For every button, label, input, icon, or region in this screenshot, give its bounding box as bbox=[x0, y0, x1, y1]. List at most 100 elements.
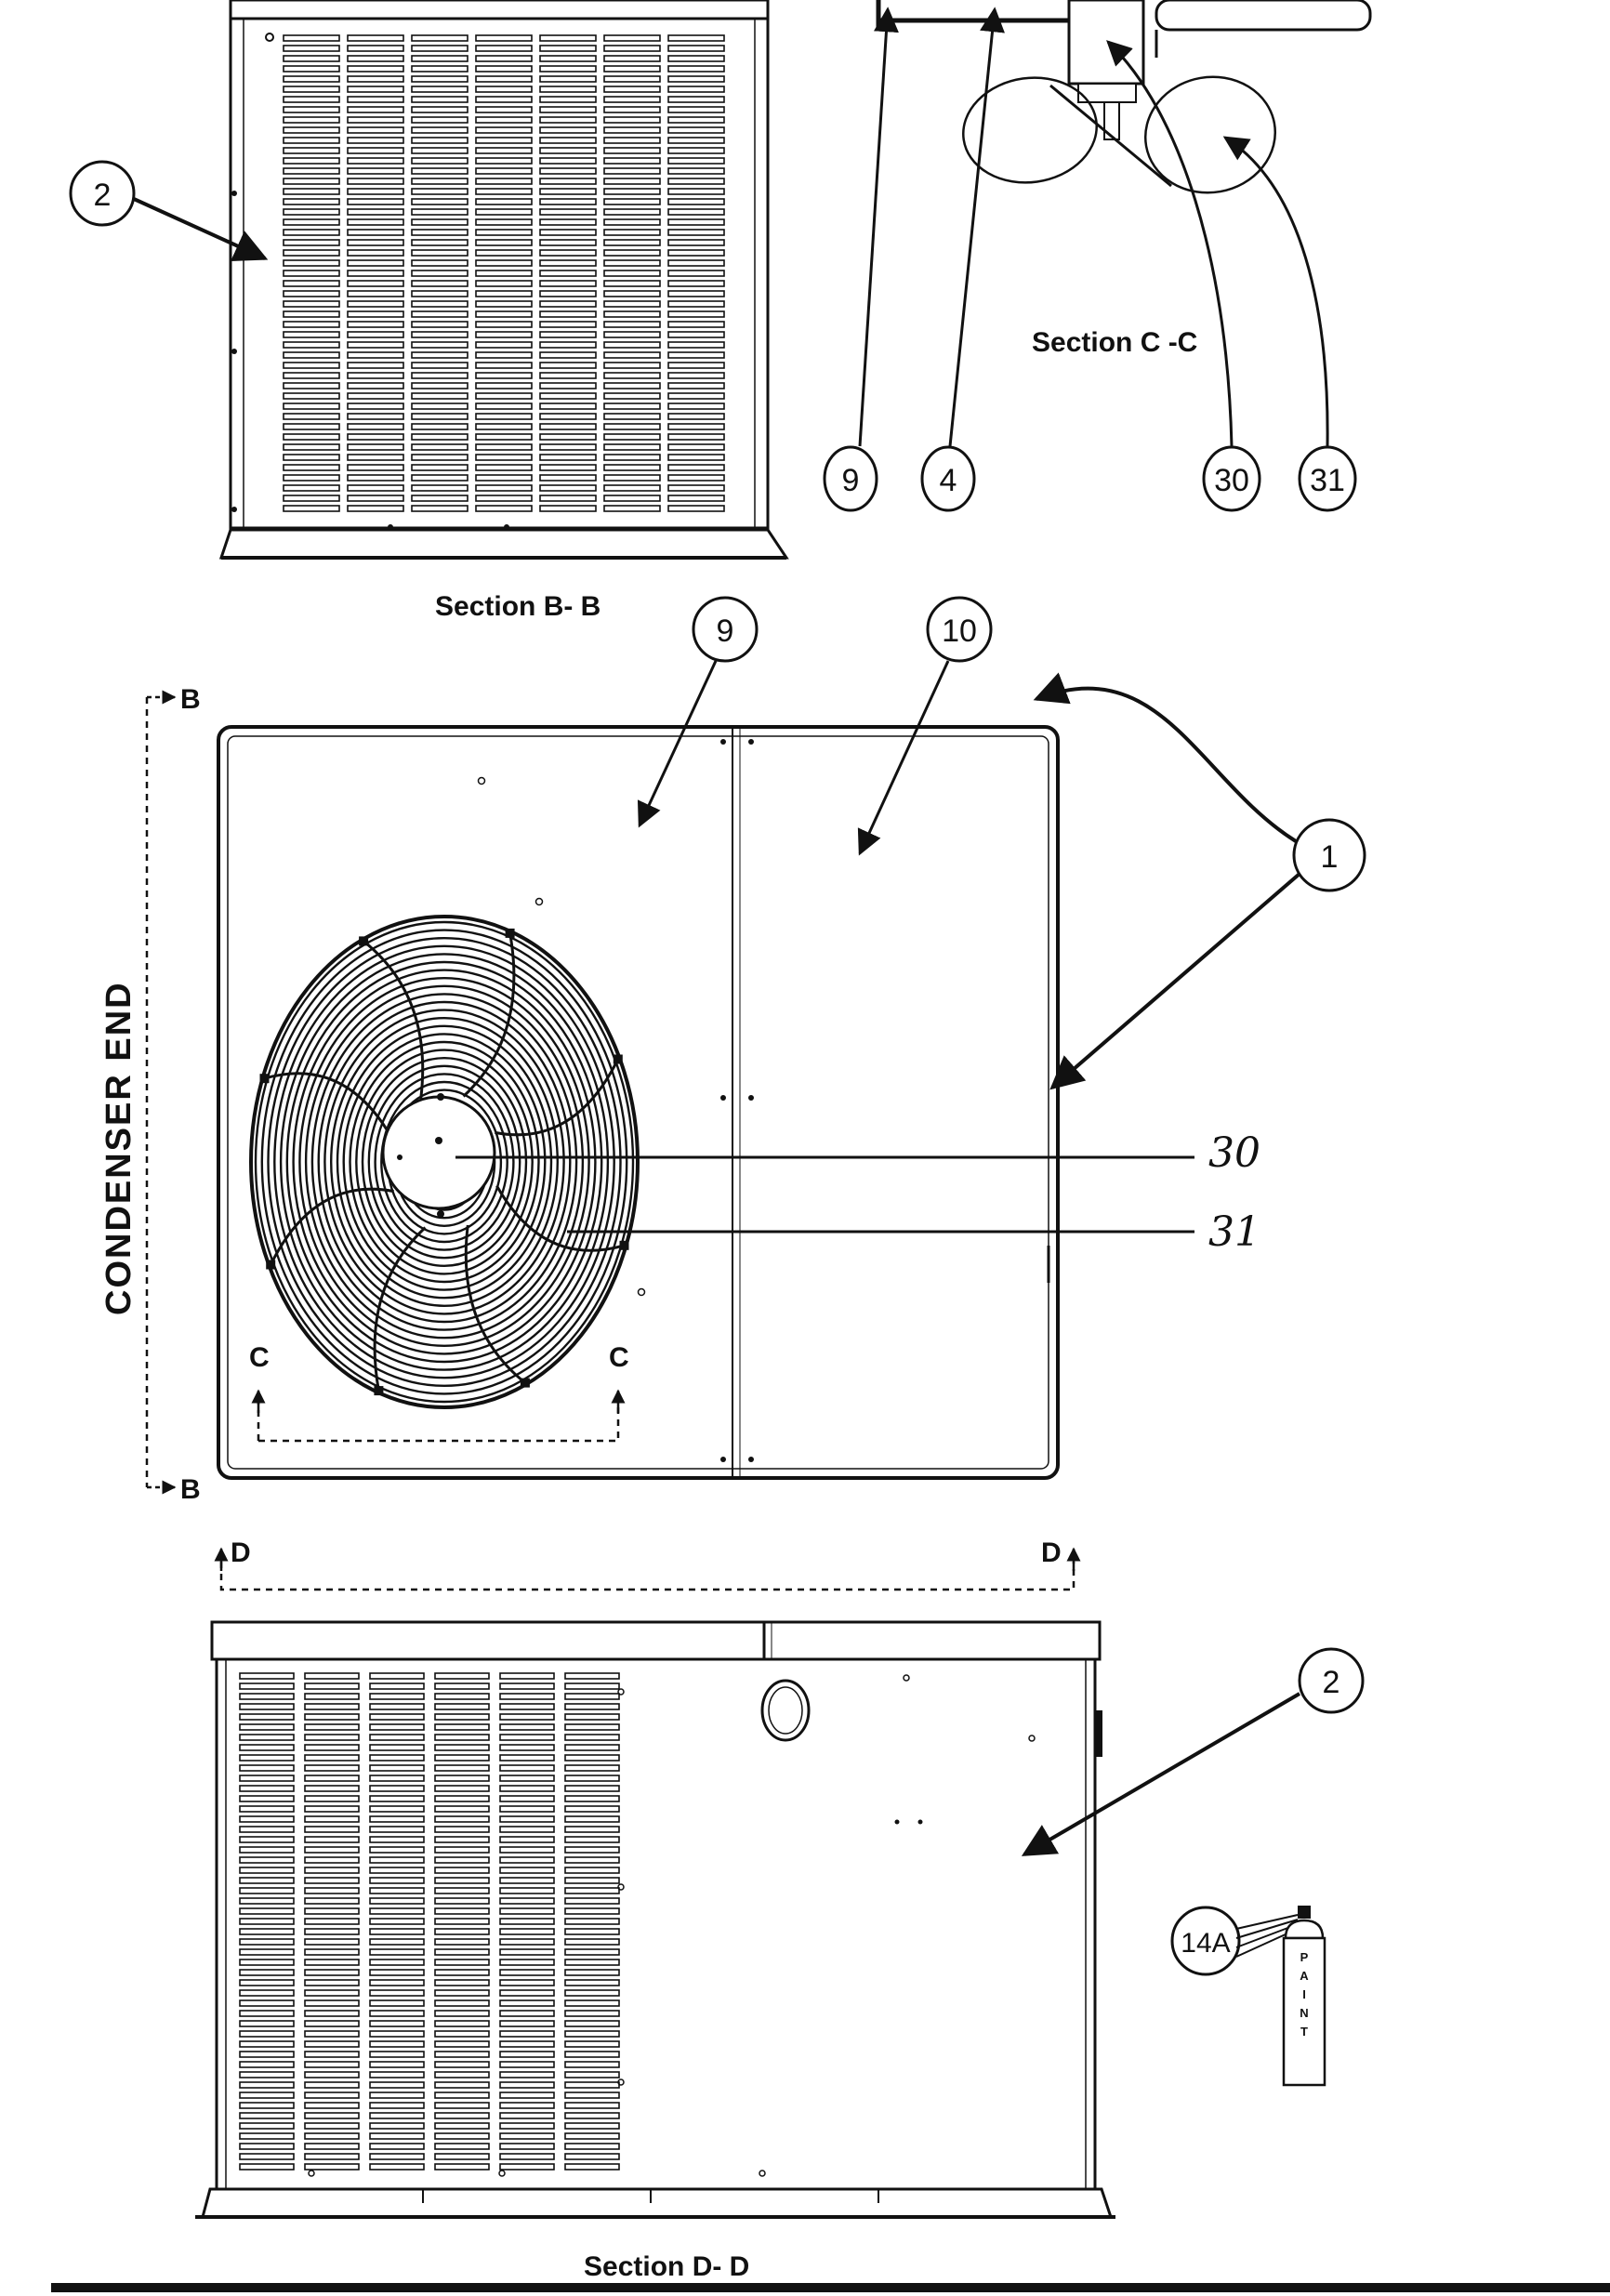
louver-slot bbox=[411, 423, 468, 430]
louver-slot bbox=[434, 1979, 490, 1986]
louver-slot bbox=[499, 2102, 555, 2109]
louver-slot bbox=[539, 178, 597, 185]
louver-slot bbox=[603, 454, 661, 461]
louver-slot bbox=[475, 464, 533, 471]
louver-slot bbox=[283, 96, 340, 103]
louver-slot bbox=[667, 372, 725, 379]
louver-slot bbox=[283, 392, 340, 400]
section-b-view: Section B- B bbox=[218, 0, 789, 622]
louver-slot bbox=[411, 106, 468, 113]
louver-slot bbox=[369, 1846, 425, 1854]
louver-slot bbox=[304, 1672, 360, 1680]
louver-slot bbox=[475, 372, 533, 379]
louver-slot bbox=[239, 2112, 295, 2119]
louver-grille-side bbox=[283, 34, 725, 512]
louver-slot bbox=[667, 351, 725, 359]
louver-slot bbox=[564, 1744, 620, 1751]
section-d-view: Section D- D bbox=[195, 1620, 1115, 2282]
louver-slot bbox=[475, 229, 533, 236]
fan-grille-ring bbox=[355, 1049, 534, 1275]
louver-slot bbox=[539, 198, 597, 205]
louver-slot bbox=[564, 2102, 620, 2109]
louver-slot bbox=[667, 484, 725, 492]
louver-slot bbox=[283, 505, 340, 512]
louver-slot bbox=[434, 2020, 490, 2027]
louver-slot bbox=[411, 239, 468, 246]
louver-slot bbox=[667, 116, 725, 124]
louver-slot bbox=[475, 413, 533, 420]
callout-2-front-number: 2 bbox=[1323, 1665, 1340, 1700]
louver-slot bbox=[539, 96, 597, 103]
louver-slot bbox=[475, 341, 533, 349]
louver-slot bbox=[564, 1672, 620, 1680]
louver-slot bbox=[369, 2091, 425, 2099]
louver-slot bbox=[411, 34, 468, 42]
louver-slot bbox=[369, 1754, 425, 1762]
louver-slot bbox=[539, 474, 597, 482]
louver-slot bbox=[564, 2163, 620, 2171]
louver-slot bbox=[475, 96, 533, 103]
louver-slot bbox=[475, 249, 533, 257]
louver-slot bbox=[283, 239, 340, 246]
louver-slot bbox=[283, 65, 340, 73]
condenser-end-label: CONDENSER END bbox=[99, 981, 139, 1315]
louver-slot bbox=[475, 116, 533, 124]
louver-slot bbox=[347, 167, 404, 175]
louver-slot bbox=[475, 270, 533, 277]
louver-slot bbox=[434, 1877, 490, 1884]
fan-grille-ring bbox=[292, 969, 597, 1355]
louver-slot bbox=[499, 1999, 555, 2007]
louver-slot bbox=[603, 178, 661, 185]
fan-grille-clip bbox=[374, 1386, 384, 1396]
louver-slot bbox=[347, 270, 404, 277]
louver-slot bbox=[434, 2143, 490, 2150]
louver-slot bbox=[434, 1948, 490, 1956]
fan-grille-ring bbox=[279, 953, 610, 1371]
louver-slot bbox=[539, 218, 597, 226]
callout-9-top-number: 9 bbox=[717, 614, 734, 649]
louver-slot bbox=[347, 495, 404, 502]
louver-slot bbox=[239, 2143, 295, 2150]
louver-slot bbox=[539, 290, 597, 297]
louver-slot bbox=[667, 433, 725, 441]
fan-grille-spoke bbox=[495, 1058, 620, 1137]
louver-slot bbox=[283, 495, 340, 502]
louver-slot bbox=[667, 126, 725, 134]
louver-slot bbox=[283, 137, 340, 144]
louver-slot bbox=[347, 96, 404, 103]
louver-slot bbox=[304, 1703, 360, 1710]
louver-slot bbox=[304, 1785, 360, 1792]
louver-slot bbox=[304, 1775, 360, 1782]
louver-slot bbox=[411, 137, 468, 144]
louver-slot bbox=[239, 1775, 295, 1782]
louver-slot bbox=[283, 464, 340, 471]
louver-slot bbox=[304, 2030, 360, 2038]
louver-slot bbox=[347, 218, 404, 226]
louver-slot bbox=[603, 372, 661, 379]
fan-grille-spoke bbox=[363, 940, 425, 1100]
louver-slot bbox=[499, 2143, 555, 2150]
louver-slot bbox=[347, 126, 404, 134]
leader-31: 31 bbox=[567, 1208, 1260, 1256]
louver-slot bbox=[564, 1795, 620, 1802]
louver-slot bbox=[475, 178, 533, 185]
louver-slot bbox=[239, 2071, 295, 2078]
louver-slot bbox=[564, 2040, 620, 2048]
louver-slot bbox=[603, 86, 661, 93]
louver-slot bbox=[564, 2051, 620, 2058]
louver-slot bbox=[667, 505, 725, 512]
louver-slot bbox=[499, 1805, 555, 1813]
louver-slot bbox=[304, 1744, 360, 1751]
louver-slot bbox=[603, 495, 661, 502]
louver-slot bbox=[475, 65, 533, 73]
louver-slot bbox=[434, 1918, 490, 1925]
louver-slot bbox=[564, 2091, 620, 2099]
louver-slot bbox=[283, 413, 340, 420]
louver-slot bbox=[283, 116, 340, 124]
louver-slot bbox=[411, 45, 468, 52]
louver-slot bbox=[667, 331, 725, 338]
louver-slot bbox=[539, 75, 597, 83]
louver-slot bbox=[499, 1918, 555, 1925]
louver-slot bbox=[304, 1734, 360, 1741]
louver-slot bbox=[499, 1856, 555, 1864]
